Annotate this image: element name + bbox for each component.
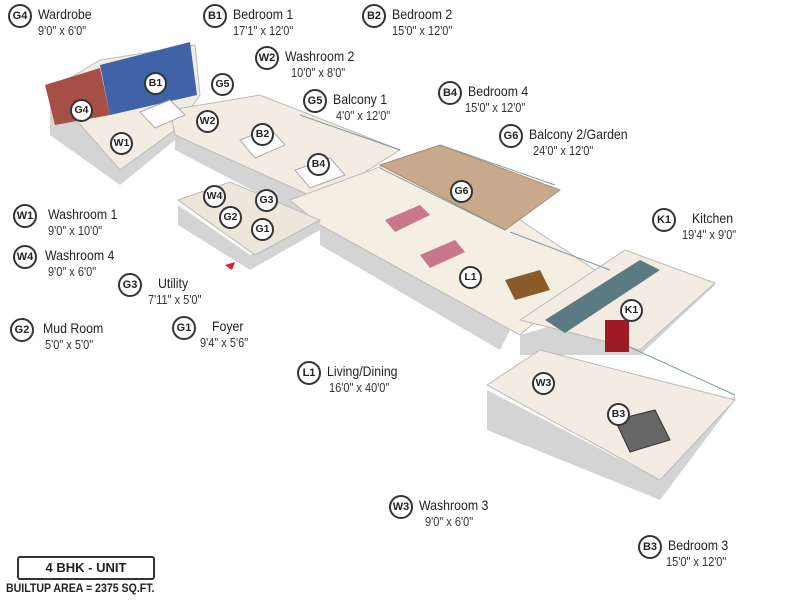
room-name: Kitchen — [692, 210, 734, 226]
room-size: 10'0" x 8'0" — [291, 66, 346, 80]
room-size: 9'4" x 5'6" — [200, 336, 249, 350]
room-name: Wardrobe — [38, 6, 92, 22]
room-code-badge: W2 — [255, 46, 279, 70]
room-name: Bedroom 4 — [468, 83, 529, 99]
living-side — [320, 220, 510, 350]
builtup-area: BUILTUP AREA = 2375 SQ.FT. — [6, 583, 155, 595]
room-code-badge: G6 — [499, 124, 523, 148]
b3-side — [487, 390, 735, 500]
room-code-badge: L1 — [297, 361, 321, 385]
room-code-badge: B4 — [438, 81, 462, 105]
entry-arrow — [225, 262, 235, 270]
room-name: Bedroom 2 — [392, 6, 453, 22]
sofa — [420, 240, 465, 268]
room-size: 9'0" x 10'0" — [48, 224, 103, 238]
room-code-badge: B1 — [203, 4, 227, 28]
room-size: 16'0" x 40'0" — [329, 381, 390, 395]
plan-tag-b3: B3 — [607, 403, 630, 426]
room-size: 17'1" x 12'0" — [233, 24, 294, 38]
room-name: Balcony 2/Garden — [529, 126, 628, 142]
wardrobe-accent-wall — [45, 68, 110, 125]
bed — [139, 99, 186, 129]
room-name: Foyer — [212, 318, 244, 334]
room-code-badge: W3 — [389, 495, 413, 519]
room-name: Washroom 1 — [48, 206, 118, 222]
plan-tag-g3: G3 — [255, 189, 278, 212]
room-name: Mud Room — [43, 320, 104, 336]
room-name: Washroom 4 — [45, 247, 115, 263]
glass-railings — [299, 114, 736, 396]
room-size: 4'0" x 12'0" — [336, 109, 391, 123]
plan-tag-w1: W1 — [110, 132, 133, 155]
plan-tag-g5: G5 — [211, 73, 234, 96]
room-size: 24'0" x 12'0" — [533, 144, 594, 158]
room-size: 15'0" x 12'0" — [465, 101, 526, 115]
dining-table — [505, 270, 550, 300]
room-code-badge: K1 — [652, 208, 676, 232]
plan-tag-w3: W3 — [532, 372, 555, 395]
room-size: 9'0" x 6'0" — [425, 515, 474, 529]
plan-tag-g4: G4 — [70, 99, 93, 122]
room-size: 15'0" x 12'0" — [666, 555, 727, 569]
plan-tag-g1: G1 — [251, 218, 274, 241]
room-code-badge: G4 — [8, 4, 32, 28]
room-name: Balcony 1 — [333, 91, 388, 107]
room-code-badge: G3 — [118, 273, 142, 297]
plan-tag-g6: G6 — [450, 180, 473, 203]
unit-type-box: 4 BHK - UNIT — [17, 556, 155, 580]
kitchen-counter — [545, 260, 660, 333]
room-code-badge: W1 — [13, 204, 37, 228]
sofa — [385, 205, 430, 232]
room-name: Living/Dining — [327, 363, 398, 379]
room-size: 15'0" x 12'0" — [392, 24, 453, 38]
room-size: 5'0" x 5'0" — [45, 338, 94, 352]
plan-tag-k1: K1 — [620, 299, 643, 322]
room-code-badge: G1 — [172, 316, 196, 340]
plan-tag-l1: L1 — [459, 266, 482, 289]
bed — [614, 409, 671, 453]
room-name: Washroom 2 — [285, 48, 355, 64]
room-code-badge: G2 — [10, 318, 34, 342]
plan-tag-w4: W4 — [203, 185, 226, 208]
foyer-side — [178, 205, 320, 270]
room-size: 9'0" x 6'0" — [38, 24, 87, 38]
room-code-badge: B2 — [362, 4, 386, 28]
room-code-badge: W4 — [13, 245, 37, 269]
room-size: 19'4" x 9'0" — [682, 228, 737, 242]
room-size: 7'11" x 5'0" — [148, 293, 202, 307]
room-code-badge: B3 — [638, 535, 662, 559]
room-name: Washroom 3 — [419, 497, 489, 513]
room-name: Bedroom 1 — [233, 6, 294, 22]
room-code-badge: G5 — [303, 89, 327, 113]
plan-tag-b4: B4 — [307, 153, 330, 176]
room-name: Bedroom 3 — [668, 537, 729, 553]
room-name: Utility — [158, 275, 189, 291]
plan-tag-w2: W2 — [196, 110, 219, 133]
room-size: 9'0" x 6'0" — [48, 265, 97, 279]
plan-tag-b1: B1 — [144, 72, 167, 95]
living-furniture — [385, 205, 550, 300]
plan-tag-b2: B2 — [251, 123, 274, 146]
plan-tag-g2: G2 — [219, 206, 242, 229]
refrigerator — [605, 320, 629, 352]
